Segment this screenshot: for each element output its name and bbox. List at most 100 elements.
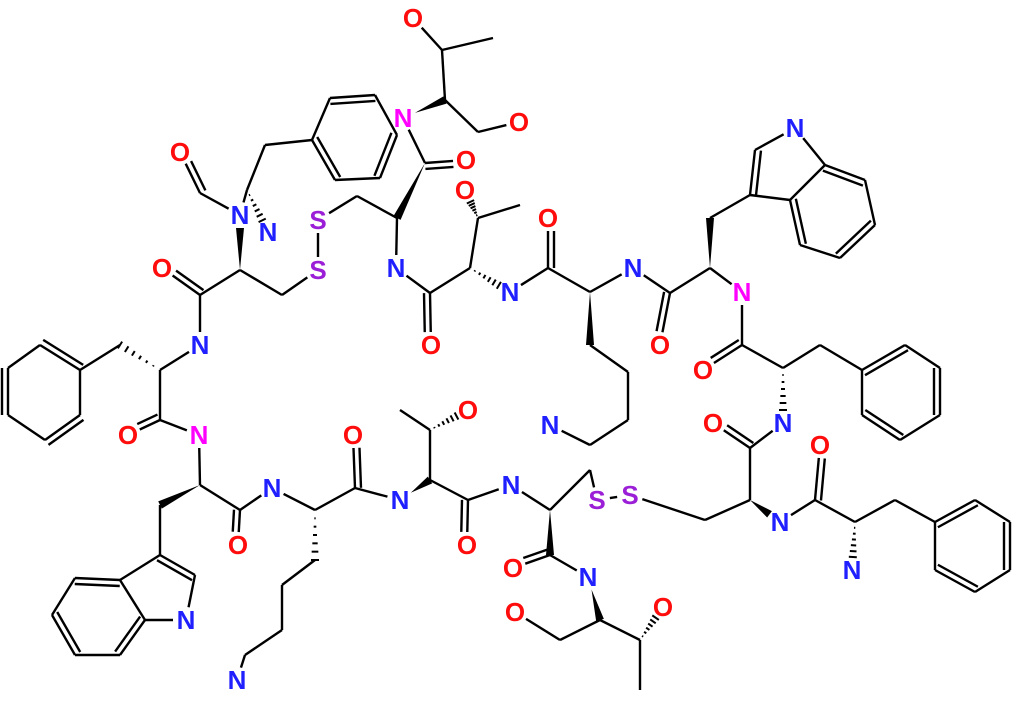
- hash-bond: [651, 614, 660, 621]
- atom-label-s: S: [588, 485, 605, 515]
- single-bond: [521, 491, 551, 512]
- double-bond: [136, 413, 158, 426]
- single-bond: [354, 486, 388, 498]
- single-bond: [520, 266, 549, 287]
- double-bond: [524, 553, 551, 565]
- single-bond: [264, 138, 313, 147]
- atom-label-n: N: [190, 420, 209, 450]
- atom-label-o: O: [228, 530, 248, 560]
- atom-label-n: N: [501, 277, 520, 307]
- single-bond: [561, 429, 591, 447]
- atom-label-n: N: [579, 562, 598, 592]
- wedge-bond: [546, 510, 554, 555]
- double-bond: [422, 293, 426, 333]
- wedge-bond: [410, 476, 433, 493]
- single-bond: [198, 447, 202, 486]
- atom-label-o: O: [421, 330, 441, 360]
- atom-label-o: O: [650, 330, 670, 360]
- atom-label-o: O: [653, 592, 673, 622]
- single-bond: [420, 26, 443, 51]
- hash-bond: [641, 635, 644, 638]
- hash-bond: [437, 423, 441, 427]
- single-bond: [789, 164, 826, 201]
- single-bond: [709, 193, 751, 220]
- single-bond: [199, 268, 241, 297]
- atom-label-n: N: [394, 103, 413, 133]
- atom-label-o: O: [538, 203, 558, 233]
- single-bond: [407, 129, 427, 164]
- atom-label-s: S: [621, 480, 638, 510]
- double-bond: [937, 563, 979, 588]
- atom-label-n: N: [774, 408, 793, 438]
- double-bond: [788, 199, 802, 246]
- single-bond: [974, 498, 1011, 524]
- single-bond: [281, 276, 309, 296]
- single-bond: [525, 617, 561, 642]
- hash-bond: [491, 279, 497, 286]
- single-bond: [118, 579, 147, 621]
- single-bond: [444, 99, 479, 133]
- atom-label-o: O: [810, 430, 830, 460]
- single-bond: [373, 94, 399, 136]
- single-bond: [589, 344, 629, 373]
- double-bond: [310, 139, 337, 181]
- wedge-bond: [750, 500, 772, 518]
- single-bond: [244, 629, 283, 656]
- atom-label-n: N: [228, 665, 247, 695]
- hash-bond: [433, 426, 436, 429]
- hash-bond: [248, 193, 251, 197]
- single-bond: [549, 553, 578, 572]
- single-bond: [709, 267, 733, 286]
- double-bond: [231, 509, 236, 532]
- double-bond: [330, 99, 376, 106]
- single-bond: [239, 494, 262, 511]
- single-bond: [356, 194, 398, 220]
- wedge-bond: [414, 96, 447, 113]
- atom-label-o: O: [509, 107, 529, 137]
- single-bond: [669, 266, 711, 295]
- single-bond: [119, 553, 161, 582]
- hash-bond: [441, 420, 446, 426]
- hash-bond: [250, 198, 254, 202]
- single-bond: [974, 568, 1011, 594]
- double-bond: [864, 408, 904, 436]
- single-bond: [599, 618, 641, 642]
- double-bond: [794, 198, 808, 244]
- double-bond: [460, 499, 464, 532]
- double-bond: [114, 615, 142, 653]
- atom-label-n: N: [771, 507, 790, 537]
- single-bond: [395, 217, 399, 256]
- double-bond: [661, 292, 672, 333]
- hash-bond: [473, 211, 478, 215]
- wedge-bond: [586, 292, 594, 345]
- single-bond: [239, 268, 283, 297]
- atom-label-n: N: [541, 410, 560, 440]
- atom-label-o: O: [403, 3, 423, 33]
- hash-bond: [473, 269, 477, 272]
- single-bond: [854, 498, 896, 524]
- double-bond: [748, 149, 757, 196]
- atom-label-n: N: [191, 330, 210, 360]
- double-bond: [378, 134, 399, 179]
- single-bond: [50, 577, 77, 616]
- double-bond: [428, 292, 432, 333]
- hash-bond: [258, 217, 267, 224]
- double-bond: [171, 274, 201, 296]
- atom-label-n: N: [733, 277, 752, 307]
- atom-label-o: O: [457, 530, 477, 560]
- double-bond: [329, 93, 376, 100]
- single-bond: [467, 488, 500, 502]
- single-bond: [559, 618, 601, 642]
- single-bond: [749, 429, 774, 449]
- atom-label-n: N: [391, 485, 410, 515]
- single-bond: [814, 498, 856, 524]
- double-bond: [159, 553, 196, 577]
- double-bond: [358, 447, 363, 488]
- double-bond: [44, 414, 81, 441]
- single-bond: [310, 97, 332, 141]
- atom-label-s: S: [309, 255, 326, 285]
- single-bond: [314, 486, 356, 512]
- single-bond: [245, 144, 267, 191]
- double-bond: [522, 548, 549, 560]
